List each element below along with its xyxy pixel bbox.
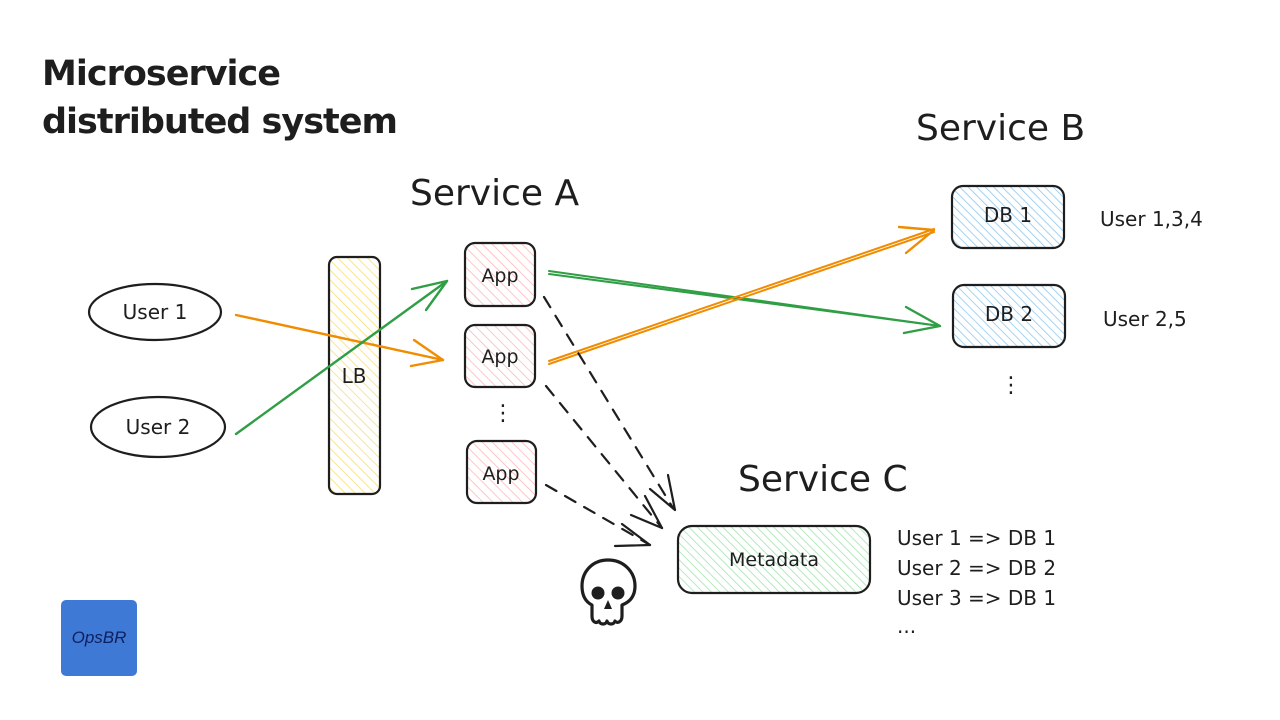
user-1-node[interactable]: User 1 [87, 282, 223, 342]
arrow-app1-to-db2 [548, 270, 942, 335]
db-1-node[interactable]: DB 1 [950, 184, 1066, 250]
load-balancer-node[interactable]: LB [327, 255, 382, 496]
apps-ellipsis: ⋮ [492, 401, 514, 426]
dashed-arrow-app1 [542, 295, 675, 510]
user-2-label: User 2 [126, 415, 191, 439]
metadata-node[interactable]: Metadata [676, 524, 872, 595]
user-1-label: User 1 [123, 300, 188, 324]
logo-text: OpsBR [71, 628, 127, 647]
skull-icon [580, 558, 637, 626]
title-line-1: Microservice [42, 54, 281, 94]
app-node-1[interactable]: App [463, 241, 537, 308]
db-1-users: User 1,3,4 [1100, 207, 1203, 231]
mapping-3: User 3 => DB 1 [897, 586, 1056, 610]
app-node-2[interactable]: App [463, 323, 537, 389]
db-2-label: DB 2 [985, 302, 1033, 326]
mapping-2: User 2 => DB 2 [897, 556, 1056, 580]
app-3-label: App [482, 463, 519, 485]
mapping-1: User 1 => DB 1 [897, 526, 1056, 550]
app-2-label: App [481, 346, 518, 368]
app-1-label: App [481, 265, 518, 287]
page-title: Microservice distributed system [42, 50, 398, 146]
service-c-title: Service C [738, 459, 908, 500]
dbs-ellipsis: ⋮ [1000, 373, 1022, 398]
title-line-2: distributed system [42, 102, 398, 142]
metadata-label: Metadata [729, 549, 819, 571]
arrow-user2-to-app1 [234, 279, 449, 436]
load-balancer-label: LB [342, 364, 367, 388]
service-a-title: Service A [410, 173, 579, 214]
metadata-mappings: User 1 => DB 1 User 2 => DB 2 User 3 => … [897, 526, 1056, 638]
service-b-title: Service B [916, 108, 1085, 149]
dashed-arrow-app3 [544, 483, 652, 547]
arrow-user1-to-app2 [234, 313, 445, 368]
dashed-arrows-to-metadata [542, 295, 675, 547]
arrow-app2-to-db1 [548, 225, 936, 365]
opsbr-logo: OpsBR [61, 600, 137, 676]
dashed-arrow-app2 [544, 384, 664, 530]
app-node-3[interactable]: App [465, 439, 538, 505]
mapping-ellipsis: ... [897, 614, 916, 638]
db-1-label: DB 1 [984, 203, 1032, 227]
user-2-node[interactable]: User 2 [89, 395, 227, 459]
dashed-arrowheads [613, 473, 677, 548]
db-2-users: User 2,5 [1103, 307, 1187, 331]
db-2-node[interactable]: DB 2 [951, 283, 1067, 349]
